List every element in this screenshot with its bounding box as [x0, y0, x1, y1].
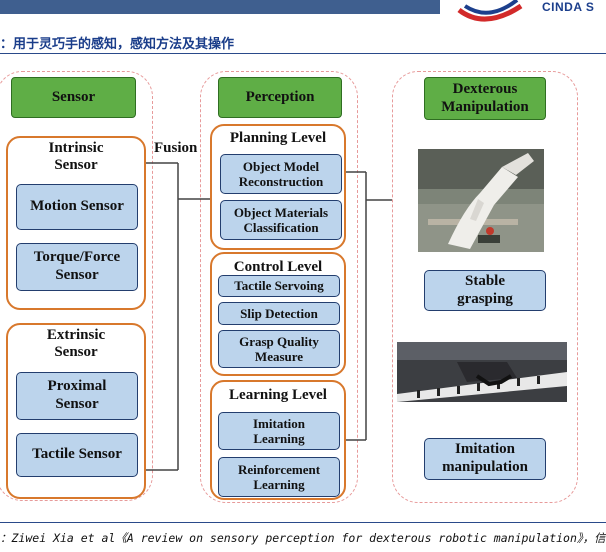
- object-materials-classification-box: Object Materials Classification: [220, 200, 342, 240]
- planning-level-label: Planning Level: [229, 130, 327, 146]
- dexterous-manipulation-header: Dexterous Manipulation: [424, 77, 546, 120]
- slip-detection-box: Slip Detection: [218, 302, 340, 325]
- footer-divider: [0, 522, 606, 523]
- title-divider: [0, 53, 606, 54]
- proximal-sensor-box: Proximal Sensor: [16, 372, 138, 420]
- learning-level-label: Learning Level: [229, 387, 327, 403]
- perception-header: Perception: [218, 77, 342, 118]
- imitation-manipulation-box: Imitation manipulation: [424, 438, 546, 480]
- torque-force-sensor-box: Torque/Force Sensor: [16, 243, 138, 291]
- extrinsic-sensor-label: Extrinsic Sensor: [46, 327, 106, 361]
- perception-column: [200, 71, 358, 503]
- stable-grasping-box: Stable grasping: [424, 270, 546, 311]
- robot-keyboard-photo: [397, 342, 567, 402]
- fusion-label: Fusion: [154, 140, 198, 156]
- intrinsic-sensor-label: Intrinsic Sensor: [48, 140, 104, 174]
- tactile-sensor-box: Tactile Sensor: [16, 433, 138, 477]
- control-level-label: Control Level: [233, 259, 323, 275]
- sensor-header: Sensor: [11, 77, 136, 118]
- imitation-learning-box: Imitation Learning: [218, 412, 340, 450]
- object-model-reconstruction-box: Object Model Reconstruction: [220, 154, 342, 194]
- header-band: [0, 0, 440, 14]
- motion-sensor-box: Motion Sensor: [16, 184, 138, 230]
- robot-hand-photo: [418, 149, 544, 252]
- grasp-quality-measure-box: Grasp Quality Measure: [218, 330, 340, 368]
- brand-name: CINDA S: [542, 0, 595, 14]
- manipulation-column: [392, 71, 578, 503]
- reinforcement-learning-box: Reinforcement Learning: [218, 457, 340, 497]
- sensor-column: [0, 71, 153, 501]
- source-footnote: ：Ziwei Xia et al《A review on sensory per…: [0, 531, 606, 545]
- cinda-logo-icon: [457, 0, 523, 22]
- tactile-servoing-box: Tactile Servoing: [218, 275, 340, 297]
- figure-title: ：用于灵巧手的感知，感知方法及其操作: [0, 37, 235, 52]
